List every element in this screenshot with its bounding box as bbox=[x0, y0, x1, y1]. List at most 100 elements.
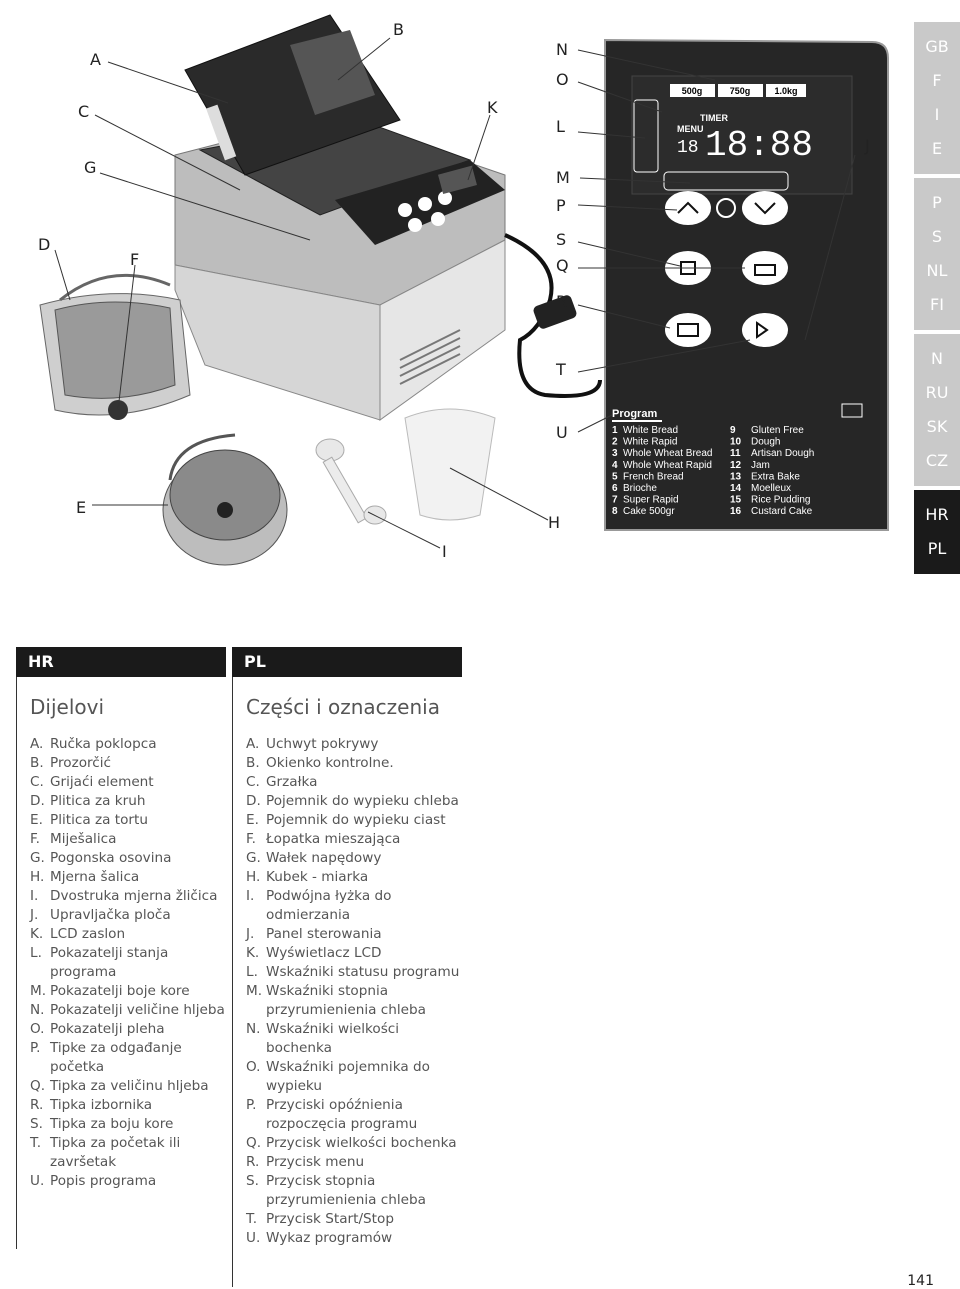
list-item: E.Pojemnik do wypieku ciast bbox=[246, 811, 462, 830]
program-number: 6 bbox=[612, 483, 618, 494]
list-item: I.Dvostruka mjerna žličica bbox=[30, 887, 226, 906]
list-item: H.Kubek - miarka bbox=[246, 868, 462, 887]
program-name: Moelleux bbox=[751, 483, 791, 494]
timer-label: TIMER bbox=[700, 113, 728, 123]
list-item: S.Przycisk stopnia przyrumienienia chleb… bbox=[246, 1172, 462, 1210]
program-name: White Rapid bbox=[623, 437, 677, 448]
menu-number: 18 bbox=[677, 138, 699, 158]
list-item: N.Wskaźniki wielkości bochenka bbox=[246, 1020, 462, 1058]
item-letter: N. bbox=[246, 1021, 261, 1037]
callout-c: C bbox=[78, 102, 90, 121]
item-text: Wskaźniki stopnia przyrumienienia chleba bbox=[266, 983, 426, 1018]
callout-q: Q bbox=[556, 256, 569, 275]
program-number: 9 bbox=[730, 425, 736, 436]
language-tab[interactable]: I bbox=[934, 105, 940, 124]
list-item: A.Uchwyt pokrywy bbox=[246, 735, 462, 754]
item-letter: J. bbox=[246, 926, 255, 942]
list-item: U. Popis programa bbox=[30, 1172, 226, 1191]
item-letter: U. bbox=[30, 1173, 45, 1189]
language-tab[interactable]: NL bbox=[926, 261, 948, 280]
list-item: L. Pokazatelji stanja programa bbox=[30, 944, 226, 982]
list-item: A.Ručka poklopca bbox=[30, 735, 226, 754]
tab-group: HR PL bbox=[914, 490, 960, 574]
list-item: P.Przyciski opóźnienia rozpoczęcia progr… bbox=[246, 1096, 462, 1134]
item-text: Wałek napędowy bbox=[266, 850, 382, 866]
language-tab[interactable]: S bbox=[931, 227, 943, 246]
language-tab[interactable]: FI bbox=[930, 295, 944, 314]
program-number: 15 bbox=[730, 495, 742, 506]
menu-button[interactable] bbox=[665, 313, 711, 347]
item-text: Miješalica bbox=[50, 831, 117, 847]
program-name: Whole Wheat Bread bbox=[623, 448, 713, 459]
list-item: O.Wskaźniki pojemnika do wypieku bbox=[246, 1058, 462, 1096]
item-text: Łopatka mieszająca bbox=[266, 831, 401, 847]
program-number: 7 bbox=[612, 495, 618, 506]
list-item: R.Przycisk menu bbox=[246, 1153, 462, 1172]
item-letter: L. bbox=[30, 945, 42, 961]
item-letter: B. bbox=[246, 755, 260, 771]
item-letter: L. bbox=[246, 964, 258, 980]
callout-f: F bbox=[130, 250, 140, 269]
item-letter: N. bbox=[30, 1002, 45, 1018]
item-text: LCD zaslon bbox=[50, 926, 126, 942]
item-letter: R. bbox=[30, 1097, 44, 1113]
list-item: M.Wskaźniki stopnia przyrumienienia chle… bbox=[246, 982, 462, 1020]
callout-e: E bbox=[76, 498, 87, 517]
item-letter: Q. bbox=[30, 1078, 46, 1094]
list-item: U.Wykaz programów bbox=[246, 1229, 462, 1248]
language-tab[interactable]: HR bbox=[925, 505, 949, 524]
item-text: Pojemnik do wypieku ciast bbox=[266, 812, 446, 828]
bread-pan-drawing bbox=[39, 273, 191, 420]
language-tab[interactable]: RU bbox=[925, 383, 949, 402]
list-item: O.Pokazatelji pleha bbox=[30, 1020, 226, 1039]
cake-pan-drawing bbox=[162, 433, 288, 566]
program-number: 4 bbox=[612, 460, 618, 471]
callout-p: P bbox=[556, 196, 566, 215]
item-letter: O. bbox=[30, 1021, 45, 1037]
start-stop-button[interactable] bbox=[742, 313, 788, 347]
pl-title: Części i oznaczenia bbox=[246, 695, 440, 719]
language-tab[interactable]: PL bbox=[927, 539, 947, 558]
language-tab[interactable]: E bbox=[931, 139, 943, 158]
item-letter: G. bbox=[246, 850, 261, 866]
size-indicator-500g: 500g bbox=[682, 86, 703, 96]
item-letter: H. bbox=[246, 869, 261, 885]
item-text: Uchwyt pokrywy bbox=[266, 736, 379, 752]
language-tab[interactable]: N bbox=[931, 349, 943, 368]
program-name: Gluten Free bbox=[751, 425, 804, 436]
list-item: R.Tipka izbornika bbox=[30, 1096, 226, 1115]
item-text: Przycisk Start/Stop bbox=[266, 1211, 394, 1227]
product-illustration: 500g 750g 1.0kg TIMER MENU 18 18:88 Pro bbox=[0, 0, 905, 600]
delay-down-button[interactable] bbox=[742, 191, 788, 225]
pl-column-rule bbox=[232, 677, 233, 1287]
list-item: F.Łopatka mieszająca bbox=[246, 830, 462, 849]
pl-header: PL bbox=[232, 647, 462, 677]
list-item: J.Upravljačka ploča bbox=[30, 906, 226, 925]
language-tab[interactable]: P bbox=[932, 193, 942, 212]
language-tab[interactable]: CZ bbox=[925, 451, 949, 470]
item-text: Pokazatelji stanja programa bbox=[50, 945, 169, 980]
language-tab[interactable]: SK bbox=[926, 417, 948, 436]
language-tab[interactable]: F bbox=[932, 71, 942, 90]
item-text: Plitica za tortu bbox=[50, 812, 148, 828]
language-tab[interactable]: GB bbox=[925, 37, 949, 56]
item-text: Mjerna šalica bbox=[50, 869, 140, 885]
item-letter: H. bbox=[30, 869, 45, 885]
program-number: 16 bbox=[730, 506, 742, 517]
delay-up-button[interactable] bbox=[665, 191, 711, 225]
crust-color-button[interactable] bbox=[742, 251, 788, 285]
item-text: Tipka za boju kore bbox=[50, 1116, 174, 1132]
program-heading: Program bbox=[612, 408, 657, 420]
list-item: C.Grijaći element bbox=[30, 773, 226, 792]
item-letter: K. bbox=[30, 926, 44, 942]
program-name: French Bread bbox=[623, 471, 684, 482]
list-item: Q.Przycisk wielkości bochenka bbox=[246, 1134, 462, 1153]
item-letter: S. bbox=[246, 1173, 259, 1189]
item-text: Popis programa bbox=[50, 1173, 157, 1189]
program-name: Artisan Dough bbox=[751, 448, 814, 459]
program-number: 5 bbox=[612, 471, 618, 482]
